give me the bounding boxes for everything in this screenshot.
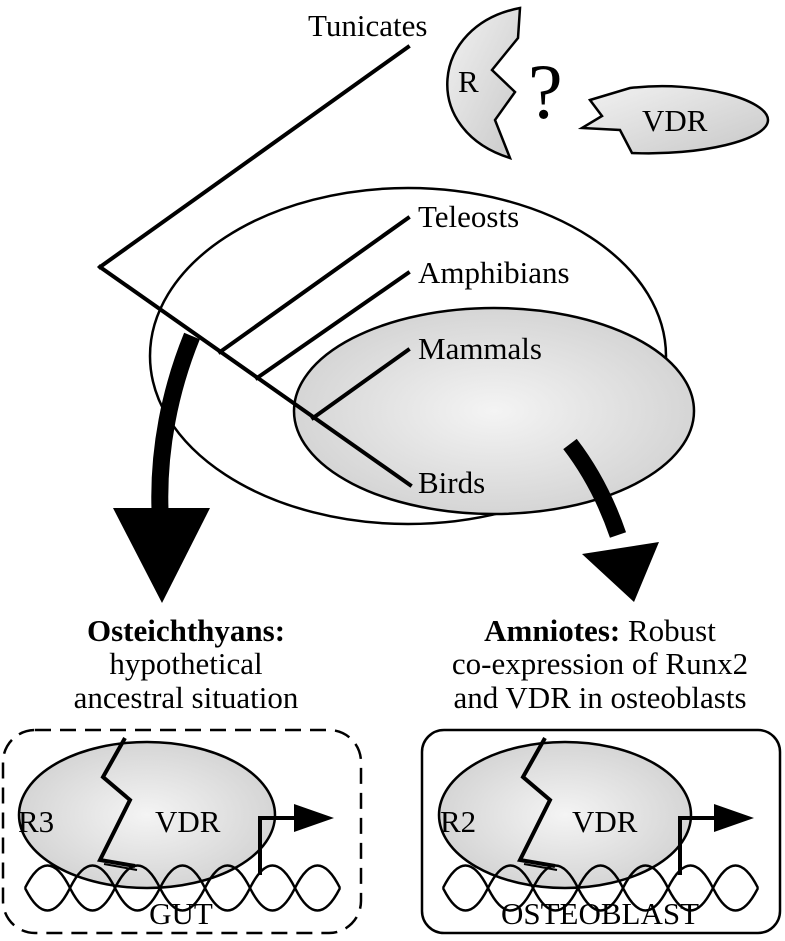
label-mammals: Mammals [418, 331, 542, 366]
runx-crescent-shape [446, 6, 522, 160]
right-caption: Amniotes: Robust co-expression of Runx2 … [452, 613, 748, 715]
osteoblast-dna-helix [441, 864, 760, 912]
gut-dna-helix [23, 864, 342, 912]
branch-tunicates [97, 44, 411, 270]
arrowhead-right [582, 542, 659, 602]
label-amphibians: Amphibians [418, 255, 570, 290]
vdr-shape [577, 84, 770, 155]
tree-backbone [97, 264, 413, 488]
gut-interface-line [97, 737, 136, 868]
arrowhead-left [113, 508, 210, 603]
right-caption-line2: co-expression of Runx2 [452, 646, 748, 681]
gut-vdr-label: VDR [155, 804, 221, 839]
label-teleosts: Teleosts [418, 199, 519, 234]
arrow-to-osteichthyans [113, 332, 210, 603]
runx-label: R [458, 64, 479, 99]
top-interaction: R ? VDR [446, 6, 770, 160]
gut-complex-shape [17, 740, 277, 890]
osteoblast-vdr-label: VDR [572, 804, 638, 839]
osteoblast-runx-label: R2 [440, 804, 476, 839]
gut-transcription-arrowhead [294, 804, 334, 832]
branch-amphibians [254, 270, 411, 381]
arrow-to-amniotes [563, 438, 659, 602]
right-caption-line1-rest: Robust [620, 613, 716, 648]
gut-transcription-arrow [258, 816, 298, 875]
osteoblast-interface-line [517, 737, 556, 868]
phylogenetic-tree: Tunicates Teleosts Amphibians Mammals Bi… [97, 8, 570, 500]
label-birds: Birds [418, 465, 485, 500]
branch-mammals [310, 347, 411, 421]
right-caption-line3: and VDR in osteoblasts [453, 680, 746, 715]
osteoblast-tissue-label: OSTEOBLAST [501, 896, 699, 931]
vdr-label: VDR [642, 103, 708, 138]
osteoblast-complex-shape [437, 740, 693, 890]
osteoblast-transcription-arrow [678, 816, 718, 875]
left-caption-title: Osteichthyans: [87, 613, 285, 648]
left-caption-line2: hypothetical [109, 646, 262, 681]
label-tunicates: Tunicates [308, 8, 427, 43]
right-caption-title: Amniotes: [484, 613, 620, 648]
left-caption-line3: ancestral situation [74, 680, 299, 715]
right-caption-line1: Amniotes: Robust [484, 613, 716, 648]
branch-teleosts [217, 215, 411, 355]
osteoblast-panel: R2 VDR OSTEOBLAST [420, 728, 782, 935]
gut-panel: R3 VDR GUT [1, 728, 363, 935]
osteoblast-transcription-arrowhead [714, 804, 754, 832]
question-mark: ? [528, 48, 563, 135]
gut-runx-label: R3 [18, 804, 54, 839]
left-caption: Osteichthyans: hypothetical ancestral si… [74, 613, 299, 715]
gut-tissue-label: GUT [149, 896, 213, 931]
